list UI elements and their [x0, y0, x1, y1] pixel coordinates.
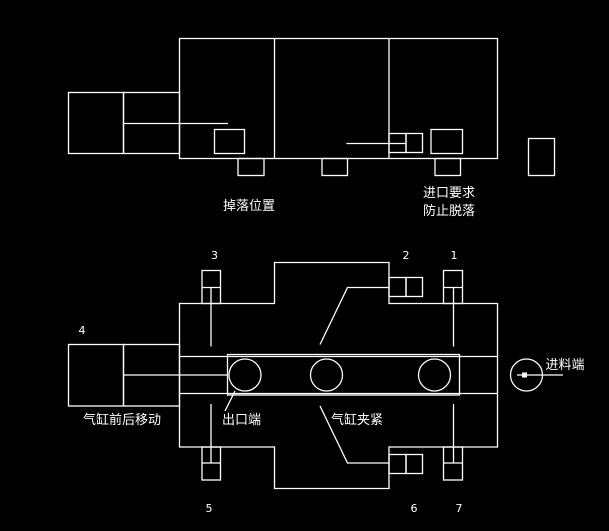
- cylinder-3: [201, 269, 222, 347]
- prevent-detach-label: 防止脱落: [423, 203, 475, 219]
- top-foot-1: [237, 157, 265, 177]
- feed-end-marker: [509, 358, 563, 392]
- top-view: 掉落位置 进口要求 防止脱落: [67, 37, 556, 219]
- top-main-frame: [178, 37, 499, 160]
- cylinder-1: [442, 269, 464, 347]
- top-workpiece-left: [213, 128, 246, 155]
- workpiece-carrier: [226, 353, 461, 396]
- top-feed-part: [527, 137, 556, 177]
- workpiece-hole-3: [417, 358, 452, 392]
- label-6: 6: [411, 502, 418, 515]
- label-7: 7: [456, 502, 463, 515]
- cylinder-5: [201, 404, 222, 481]
- outlet-leader-line: [224, 390, 236, 412]
- top-foot-2: [321, 157, 349, 177]
- workpiece-hole-2: [309, 358, 344, 392]
- fixture-body: [178, 261, 499, 490]
- drop-position-label: 掉落位置: [223, 199, 275, 214]
- cylinder-7: [442, 404, 464, 481]
- label-1: 1: [451, 249, 458, 262]
- outlet-label: 出口端: [222, 413, 261, 428]
- cylinder-6: [319, 405, 424, 475]
- arrow-icon: [522, 372, 527, 378]
- top-foot-3: [434, 157, 462, 177]
- cylinder-move-label: 气缸前后移动: [83, 412, 161, 428]
- label-4: 4: [79, 324, 86, 337]
- workpiece-hole-1: [228, 358, 262, 392]
- label-2: 2: [403, 249, 410, 262]
- bottom-view: 3 2 1 4 5 6 7 气缸前后移动 出口端 气缸夹紧 进料端: [67, 249, 585, 515]
- label-5: 5: [206, 502, 213, 515]
- feed-label: 进料端: [545, 358, 584, 373]
- top-left-cylinder: [67, 91, 228, 155]
- cylinder-2: [319, 276, 424, 345]
- cylinder-clamp-label: 气缸夹紧: [331, 412, 383, 428]
- top-right-cylinder: [346, 132, 424, 154]
- inlet-requirement-label: 进口要求: [423, 186, 475, 201]
- label-3: 3: [211, 249, 218, 262]
- cylinder-4: [67, 343, 228, 407]
- top-workpiece-right: [430, 128, 464, 155]
